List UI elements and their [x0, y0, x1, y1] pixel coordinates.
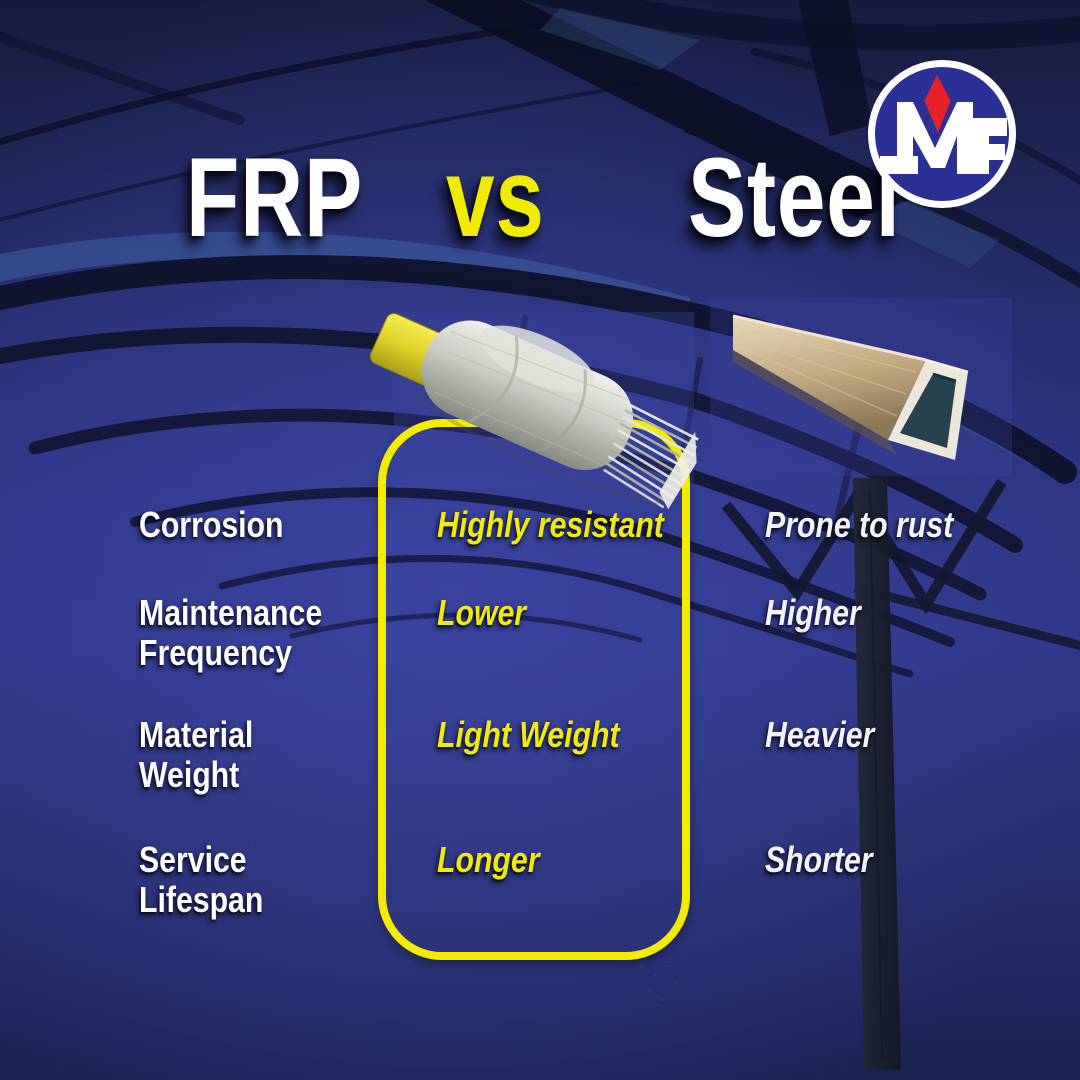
row-label: Corrosion: [139, 504, 284, 545]
frp-value: Lower: [437, 592, 527, 633]
title-steel: Steel: [688, 135, 901, 260]
mf-logo: [868, 60, 1016, 208]
title-frp: FRP: [186, 135, 364, 260]
logo-monogram-mf: [880, 102, 1007, 174]
speckles: [250, 844, 678, 1002]
steel-tube-image: [732, 314, 969, 460]
steel-value: Shorter: [765, 839, 873, 880]
row-label: Service Lifespan: [139, 839, 264, 920]
steel-value: Heavier: [765, 714, 875, 755]
logo-red-diamond-icon: [921, 69, 954, 140]
frp-value: Highly resistant: [437, 504, 664, 545]
steel-value: Higher: [765, 592, 861, 633]
support-post: [721, 478, 1080, 1070]
row-label: Material Weight: [139, 714, 254, 795]
row-label: Maintenance Frequency: [139, 592, 323, 673]
frp-profile-image: [369, 313, 699, 510]
frp-value: Light Weight: [437, 714, 620, 755]
steel-value: Prone to rust: [765, 504, 954, 545]
title-vs: vs: [446, 135, 545, 260]
frp-value: Longer: [437, 839, 540, 880]
